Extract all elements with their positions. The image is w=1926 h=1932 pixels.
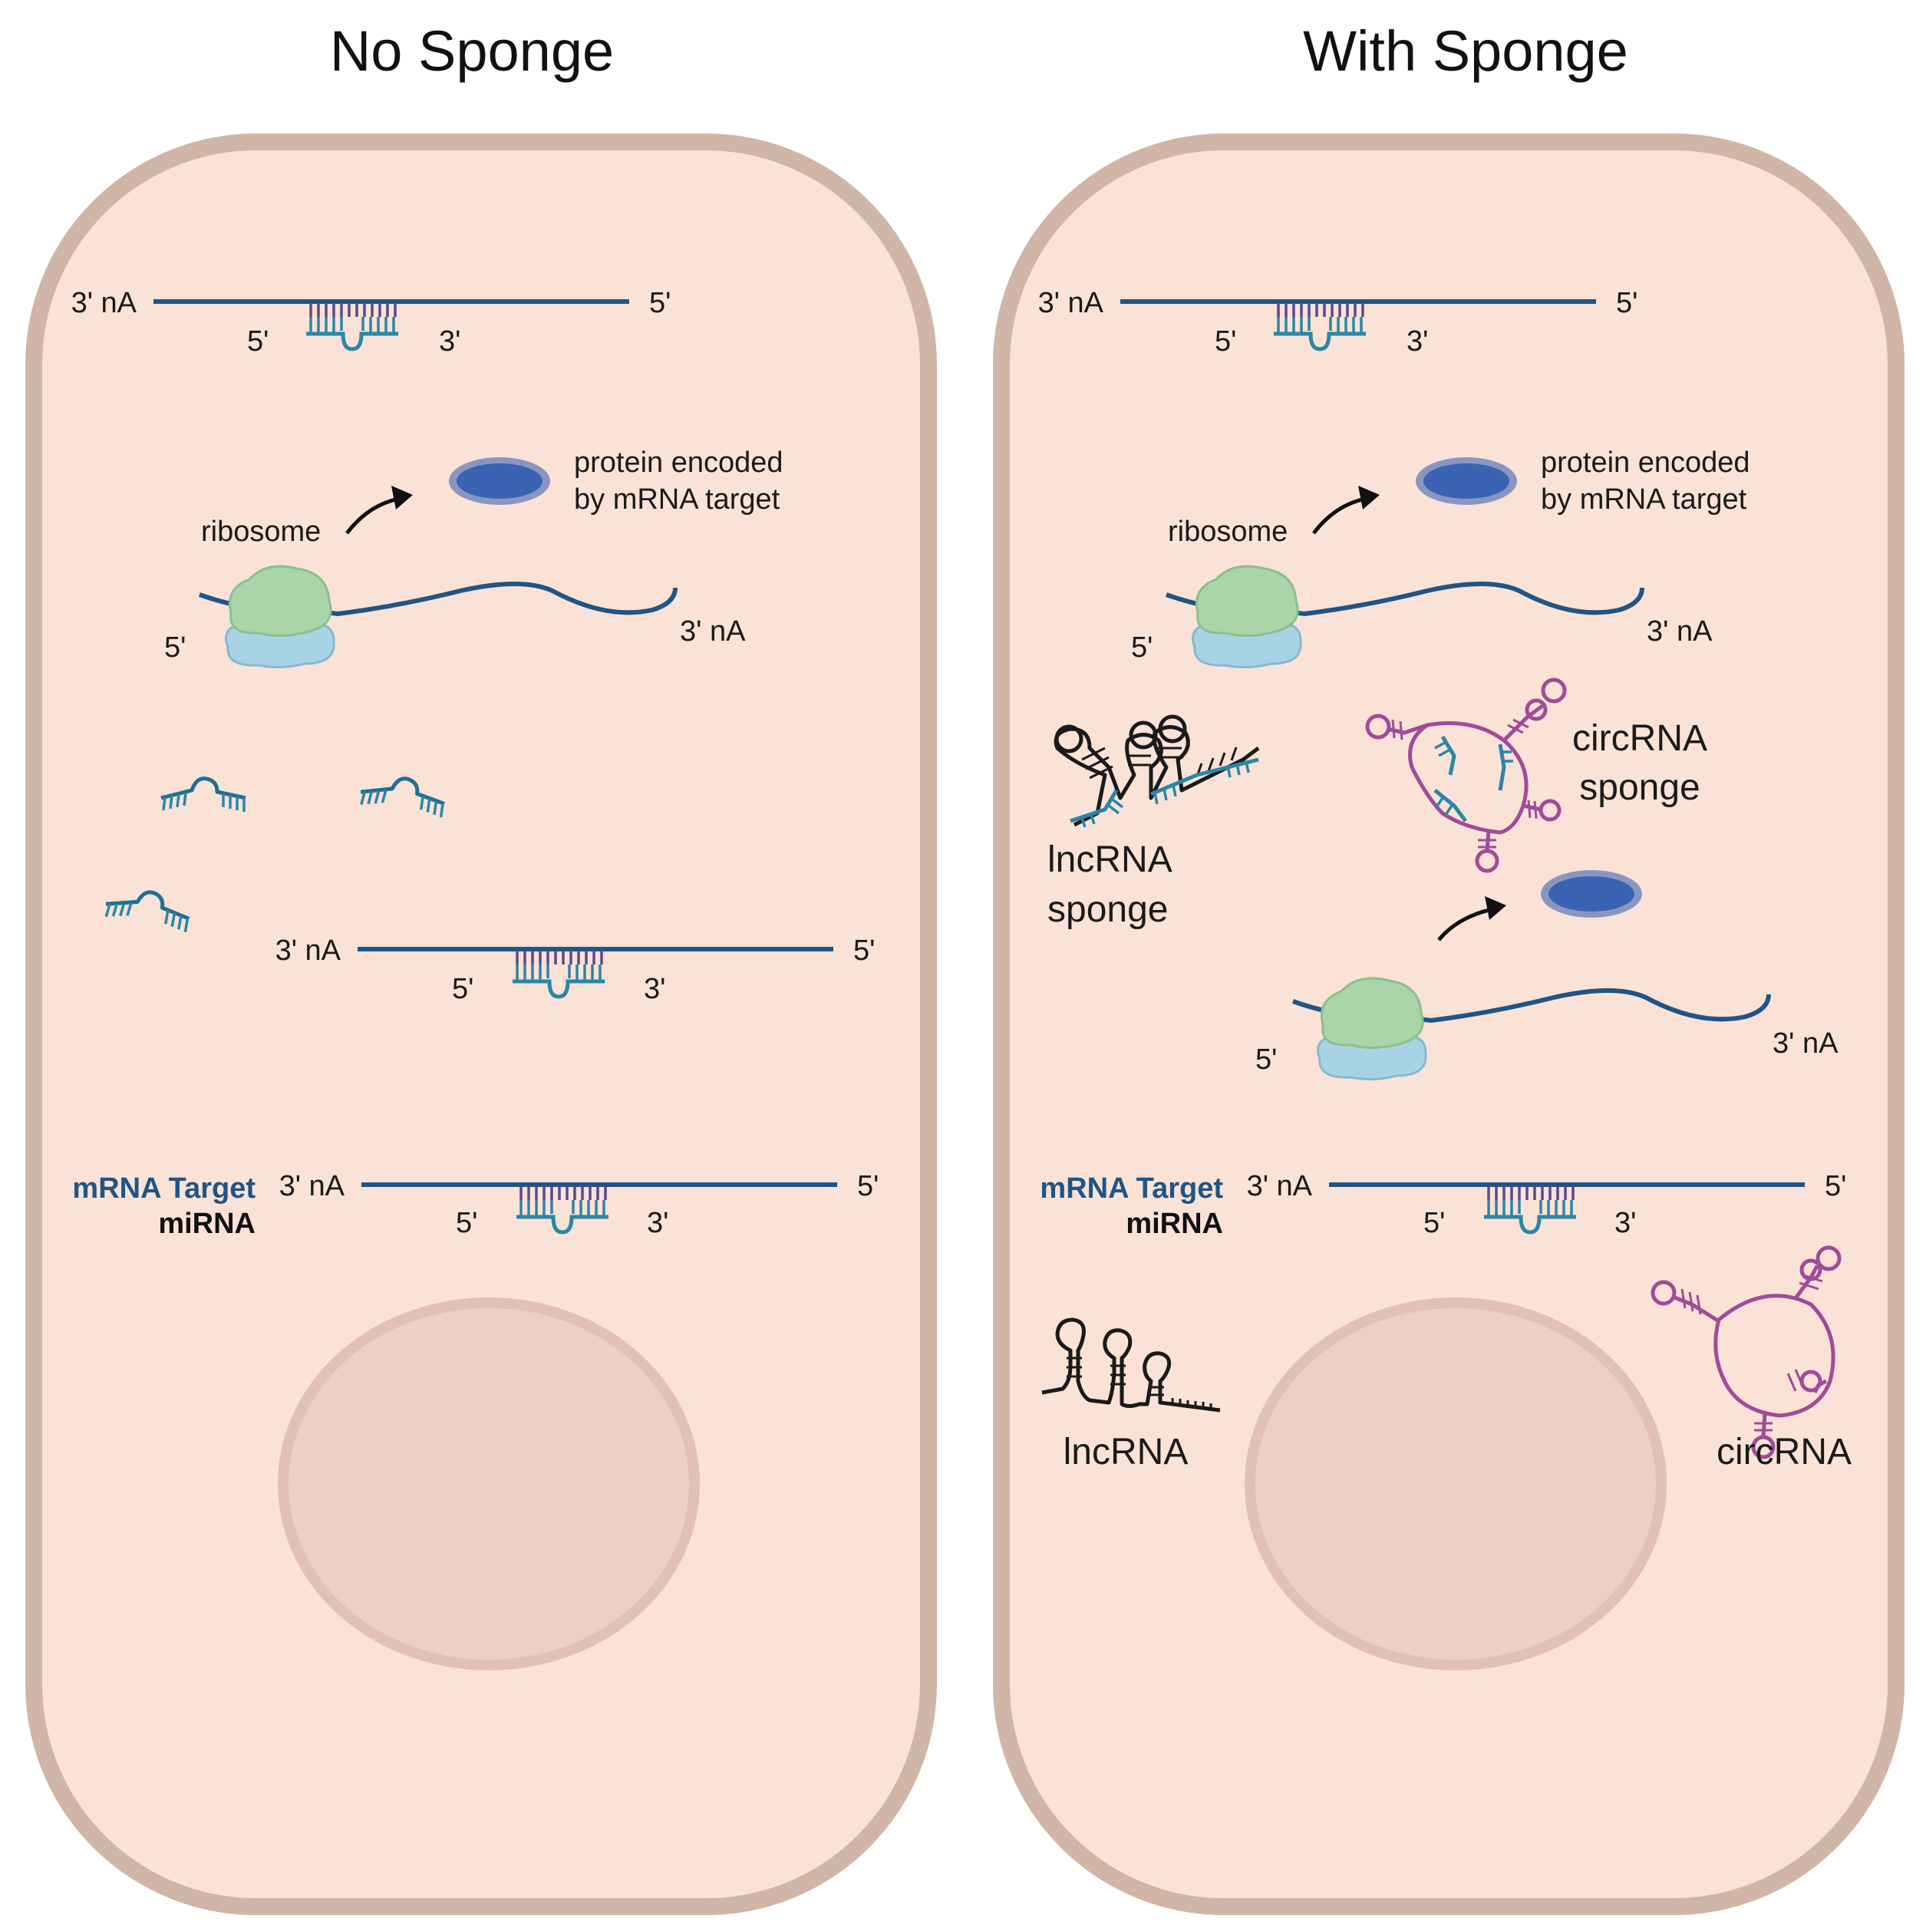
left-protein-label-line2: by mRNA target <box>574 483 780 516</box>
right-panel: With Sponge 3' nA 5' 5' 3' protein encod… <box>993 19 1905 1915</box>
right-duplex-bottom-3prime-na: 3' nA <box>1247 1170 1313 1202</box>
right-ribosome-2 <box>1317 977 1427 1081</box>
right-protein-label-line1: protein encoded <box>1541 447 1750 479</box>
left-translated-mrna-3prime-na: 3' nA <box>680 615 746 648</box>
right-translated-mrna-1-5prime: 5' <box>1131 631 1153 664</box>
right-ribosome-1 <box>1192 565 1302 669</box>
right-panel-title: With Sponge <box>1303 19 1628 83</box>
right-duplex-bottom: 3' nA 5' 5' 3' <box>1247 1170 1847 1239</box>
left-duplex-bottom: 3' nA 5' 5' 3' <box>279 1170 879 1239</box>
right-duplex-bottom-5prime: 5' <box>1825 1170 1846 1202</box>
left-duplex-top-mirna-5prime: 5' <box>247 325 269 358</box>
right-duplex-top-mirna-5prime: 5' <box>1215 325 1236 358</box>
left-duplex-top-5prime: 5' <box>649 287 671 319</box>
right-duplex-top: 3' nA 5' 5' 3' <box>1038 287 1638 358</box>
right-duplex-bottom-mirna-5prime: 5' <box>1423 1207 1445 1239</box>
left-duplex-top-mirna-3prime: 3' <box>439 325 460 358</box>
left-key-mrna-target: mRNA Target <box>72 1172 256 1205</box>
left-duplex-bottom-mirna-5prime: 5' <box>456 1207 477 1239</box>
left-translated-mrna-5prime: 5' <box>164 631 186 664</box>
right-duplex-bottom-mirna-3prime: 3' <box>1614 1207 1636 1239</box>
left-duplex-bottom-5prime: 5' <box>857 1170 879 1202</box>
right-lncrna-sponge-label-line2: sponge <box>1047 889 1168 930</box>
right-circrna-sponge-label-line1: circRNA <box>1572 718 1707 759</box>
left-ribosome <box>225 565 335 669</box>
right-key-mrna-target: mRNA Target <box>1040 1172 1223 1205</box>
left-duplex-top-3prime-na: 3' nA <box>71 287 137 319</box>
right-translated-mrna-1-3prime-na: 3' nA <box>1647 615 1713 648</box>
right-translation-arrow-1 <box>1312 496 1367 535</box>
right-circrna-sponge-label-line2: sponge <box>1579 767 1700 808</box>
right-protein-label-line2: by mRNA target <box>1541 483 1747 516</box>
right-protein-2 <box>1541 870 1642 918</box>
left-duplex-middle-mirna-3prime: 3' <box>644 973 665 1005</box>
right-lncrna-sponge-label-line1: lncRNA <box>1047 839 1172 880</box>
right-circrna-label: circRNA <box>1717 1432 1852 1472</box>
right-ribosome-label: ribosome <box>1168 516 1288 548</box>
right-duplex-top-mirna-3prime: 3' <box>1407 325 1428 358</box>
left-duplex-top: 3' nA 5' 5' 3' <box>71 287 671 358</box>
right-translated-mrna-2-3prime-na: 3' nA <box>1773 1027 1839 1060</box>
left-duplex-middle-5prime: 5' <box>853 935 875 967</box>
left-ribosome-label: ribosome <box>201 516 321 548</box>
left-duplex-bottom-3prime-na: 3' nA <box>279 1170 345 1202</box>
left-protein <box>449 457 550 505</box>
right-circrna-sponge <box>1365 678 1567 873</box>
right-key-mirna: miRNA <box>1126 1208 1223 1240</box>
left-translation-arrow <box>345 496 400 535</box>
left-duplex-middle-3prime-na: 3' nA <box>275 935 341 967</box>
right-free-circrna <box>1651 1245 1842 1459</box>
left-panel-title: No Sponge <box>330 19 614 83</box>
right-free-lncrna <box>1041 1317 1221 1413</box>
left-panel: No Sponge 3' nA 5' 5' 3' protein encoded… <box>25 19 937 1915</box>
left-duplex-bottom-mirna-3prime: 3' <box>647 1207 668 1239</box>
right-lncrna-sponge <box>1054 714 1260 828</box>
left-duplex-middle: 3' nA 5' 5' 3' <box>275 935 876 1005</box>
left-protein-label-line1: protein encoded <box>574 447 783 479</box>
right-duplex-top-5prime: 5' <box>1616 287 1637 319</box>
right-translation-arrow-2 <box>1437 907 1493 941</box>
right-protein-1 <box>1416 457 1517 505</box>
right-translated-mrna-2-5prime: 5' <box>1255 1043 1277 1076</box>
left-nucleus <box>278 1297 700 1670</box>
right-nucleus <box>1245 1297 1667 1670</box>
right-duplex-top-3prime-na: 3' nA <box>1038 287 1104 319</box>
left-key-mirna: miRNA <box>158 1208 256 1240</box>
right-lncrna-label: lncRNA <box>1064 1432 1189 1472</box>
left-duplex-middle-mirna-5prime: 5' <box>452 973 473 1005</box>
